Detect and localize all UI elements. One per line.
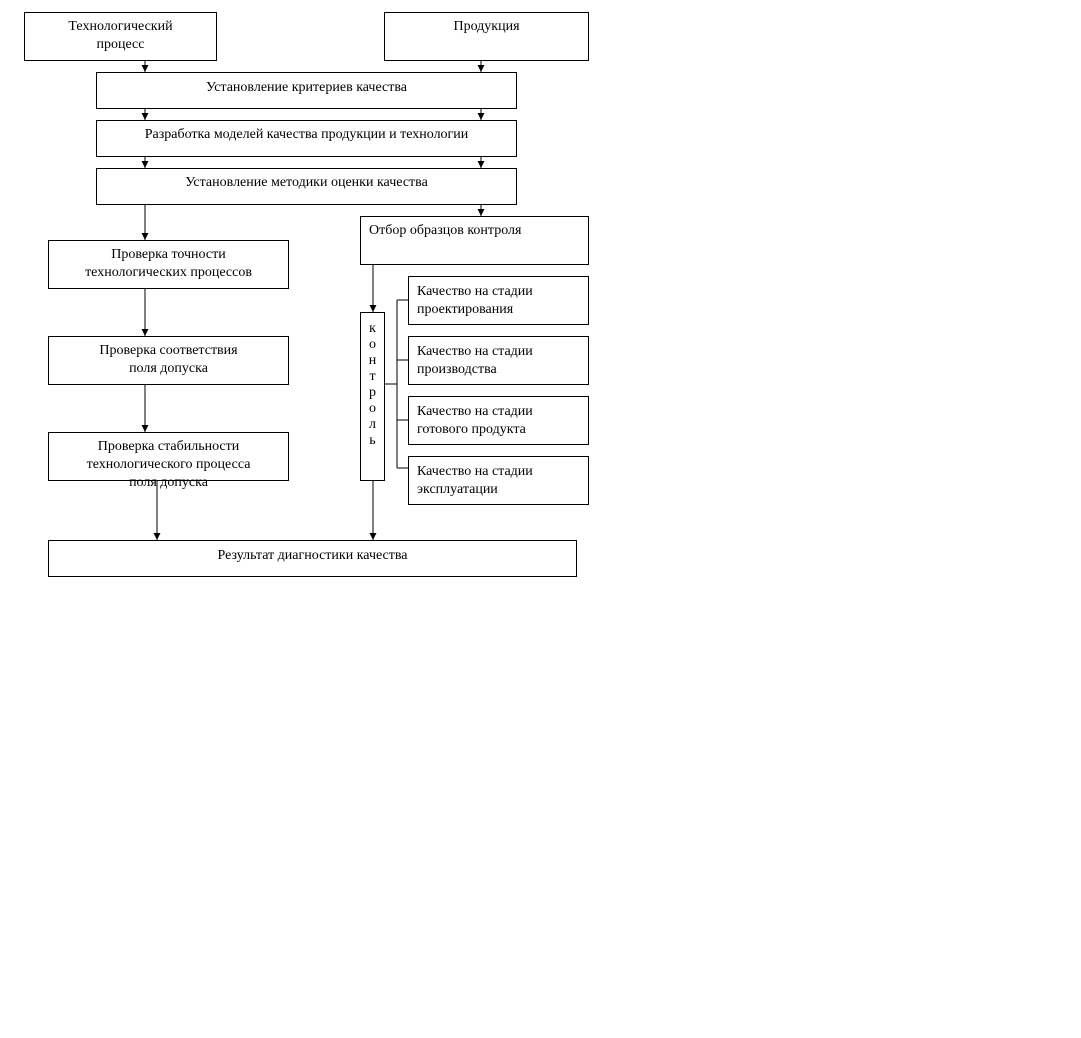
result-box: Результат диагностики качества [48, 540, 577, 577]
stability-box: Проверка стабильности технологического п… [48, 432, 289, 490]
control-letter: к [369, 321, 376, 336]
control-letter: о [369, 337, 376, 352]
control-letter: л [369, 417, 376, 432]
criteria-box: Установление критериев качества [96, 72, 517, 109]
control-vertical-box: к о н т р о л ь [360, 312, 385, 481]
stage-design-box: Качество на стадии проектирования [408, 276, 589, 325]
control-letter: н [368, 353, 377, 368]
sampling-box: Отбор образцов контроля [360, 216, 589, 265]
method-box: Установление методики оценки качества [96, 168, 517, 205]
tolerance-box: Проверка соответствия поля допуска [48, 336, 289, 385]
accuracy-box: Проверка точности технологических процес… [48, 240, 289, 289]
control-letter: ь [369, 433, 376, 448]
product-box: Продукция [384, 12, 589, 61]
stage-finished-product-box: Качество на стадии готового продукта [408, 396, 589, 445]
stage-production-box: Качество на стадии производства [408, 336, 589, 385]
models-box: Разработка моделей качества продукции и … [96, 120, 517, 157]
control-letter: р [369, 385, 376, 400]
control-letter: о [369, 401, 376, 416]
stage-operation-box: Качество на стадии эксплуатации [408, 456, 589, 505]
control-letter: т [369, 369, 376, 384]
process-box: Технологический процесс [24, 12, 217, 61]
